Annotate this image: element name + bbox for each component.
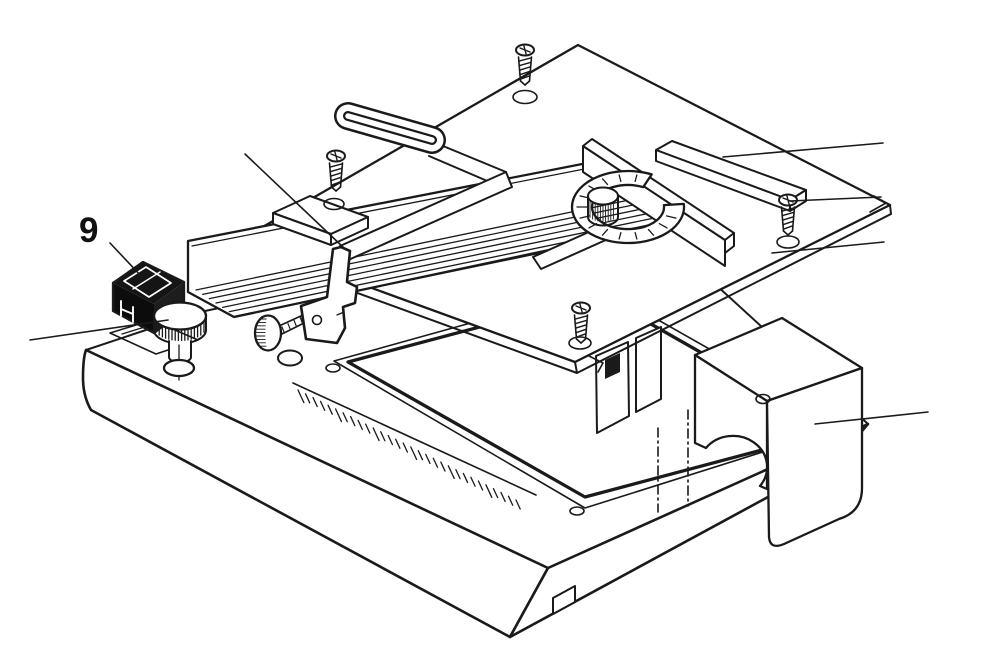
miter-gauge (532, 138, 735, 270)
leader-table-plate (771, 241, 885, 254)
cover-screw-boss (755, 393, 771, 405)
switch-terminal-marks (120, 300, 134, 323)
leader-rip-fence (244, 153, 345, 249)
leader-fence-rail (722, 142, 884, 158)
blade-centerlines (657, 409, 689, 513)
blade-cover (693, 316, 864, 547)
fence-hook-slot-face (345, 113, 435, 143)
leader-blade-cover (814, 411, 929, 425)
leader-switch (109, 242, 143, 278)
callout-9-label: 9 (79, 211, 98, 250)
screw-boss (568, 336, 592, 350)
cover-right-face (765, 366, 864, 547)
right-clamp-pad (655, 140, 807, 249)
screw-hole-boss (569, 506, 585, 516)
support-wall-front (595, 341, 630, 434)
plate-bottom-step (588, 355, 604, 373)
knob-knurling (155, 320, 205, 342)
screw-hole-boss (325, 363, 341, 373)
fence-clamp-bracket (299, 245, 359, 345)
base-front-face (81, 348, 550, 639)
plate-corner-step (869, 195, 887, 213)
mounting-screws (326, 43, 798, 344)
washer-pad (162, 358, 196, 378)
screw-boss (776, 235, 800, 249)
rip-fence (299, 102, 513, 345)
screw-boss (323, 197, 345, 211)
rail-top-edge (191, 161, 621, 247)
cover-left-face (693, 353, 769, 491)
protractor-knob-top (587, 186, 619, 206)
switch-rocker-ridge (132, 271, 161, 290)
support-hook-tab (605, 353, 620, 379)
screw (571, 301, 591, 344)
screw (326, 149, 346, 192)
knob-top (152, 301, 208, 331)
left-clamp-pad (272, 195, 369, 246)
thumbscrew-knurling (254, 318, 267, 347)
screw-boss (512, 89, 538, 105)
screw (515, 43, 535, 86)
table-support-brackets (595, 326, 662, 434)
oval-hole (277, 349, 303, 367)
ruler-lip-edge (292, 382, 537, 496)
thumb-screw (253, 313, 308, 352)
bracket-hole (311, 314, 323, 326)
protractor-knob-knurling (589, 199, 614, 222)
leader-knob (29, 319, 169, 341)
bracket-detail (336, 311, 345, 316)
protractor-knob-body (587, 195, 619, 227)
pad-end (330, 216, 369, 246)
leader-pad-screw (789, 196, 882, 202)
base-edge-notch (552, 585, 576, 615)
lock-knob (152, 301, 208, 381)
support-wall-rear (635, 326, 662, 413)
ruler-scale (297, 389, 521, 510)
switch-top-face (113, 262, 184, 304)
leader-lines (29, 142, 929, 425)
miter-fence-end (724, 232, 735, 254)
switch-rocker (123, 266, 172, 298)
